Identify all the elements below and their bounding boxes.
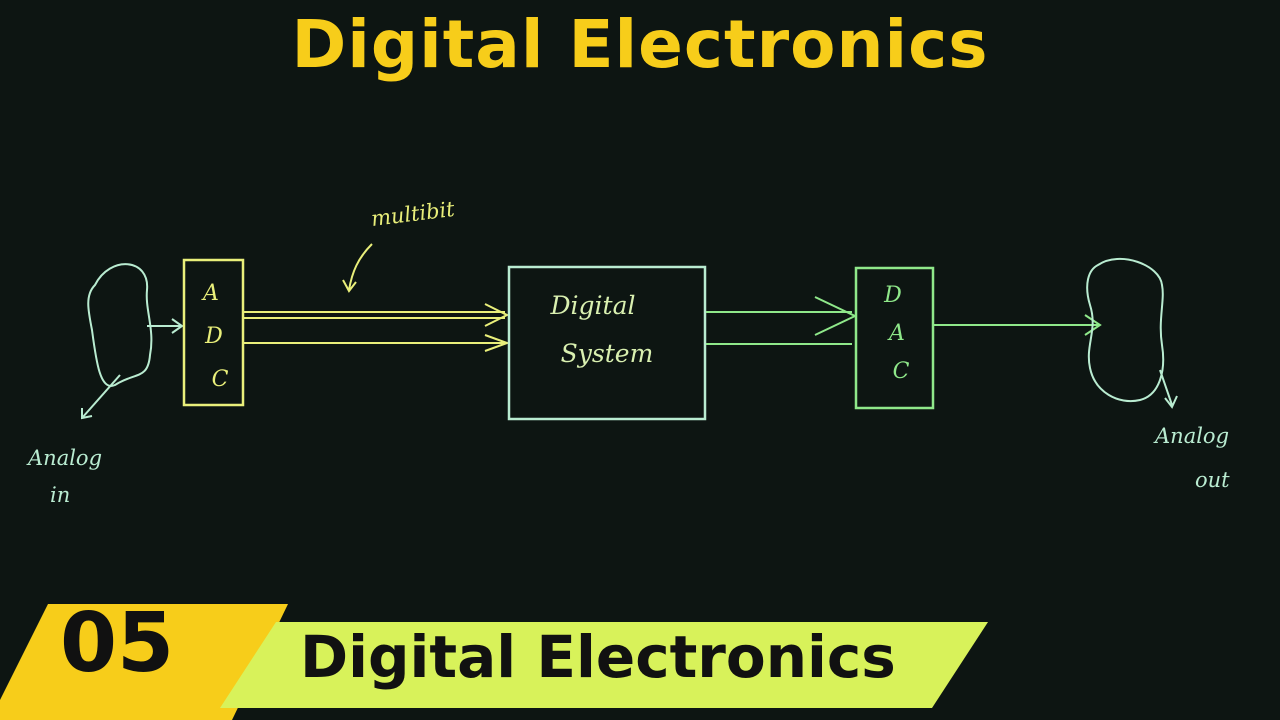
analog-input-signal: [87, 263, 153, 387]
annotation-arrow: [348, 243, 373, 291]
adc-letter-a: A: [201, 281, 219, 306]
dac-letter-c: C: [893, 359, 910, 384]
analog-output-signal: [1086, 257, 1165, 403]
analog-in-label-line1: Analog: [26, 446, 102, 470]
system-label-line2: System: [561, 339, 654, 368]
analog-in-label-line2: in: [50, 483, 70, 507]
analog-out-label-line2: out: [1195, 468, 1230, 492]
adc-letter-c: C: [212, 367, 229, 392]
multibit-annotation: multibit: [370, 197, 457, 231]
adc-block: [182, 258, 245, 407]
analog-out-label-line1: Analog: [1153, 424, 1229, 448]
episode-badge: [0, 604, 288, 720]
digital-system-block: [507, 265, 707, 421]
system-label-line1: Digital: [550, 291, 636, 320]
footer-banner: [220, 622, 988, 708]
adc-letter-d: D: [204, 324, 223, 349]
dac-letter-d: D: [883, 283, 902, 308]
dac-block: [854, 266, 935, 410]
footer-title: Digital Electronics: [300, 623, 896, 691]
dac-letter-a: A: [887, 321, 905, 346]
page-title: Digital Electronics: [291, 6, 989, 83]
episode-number: 05: [60, 596, 175, 691]
